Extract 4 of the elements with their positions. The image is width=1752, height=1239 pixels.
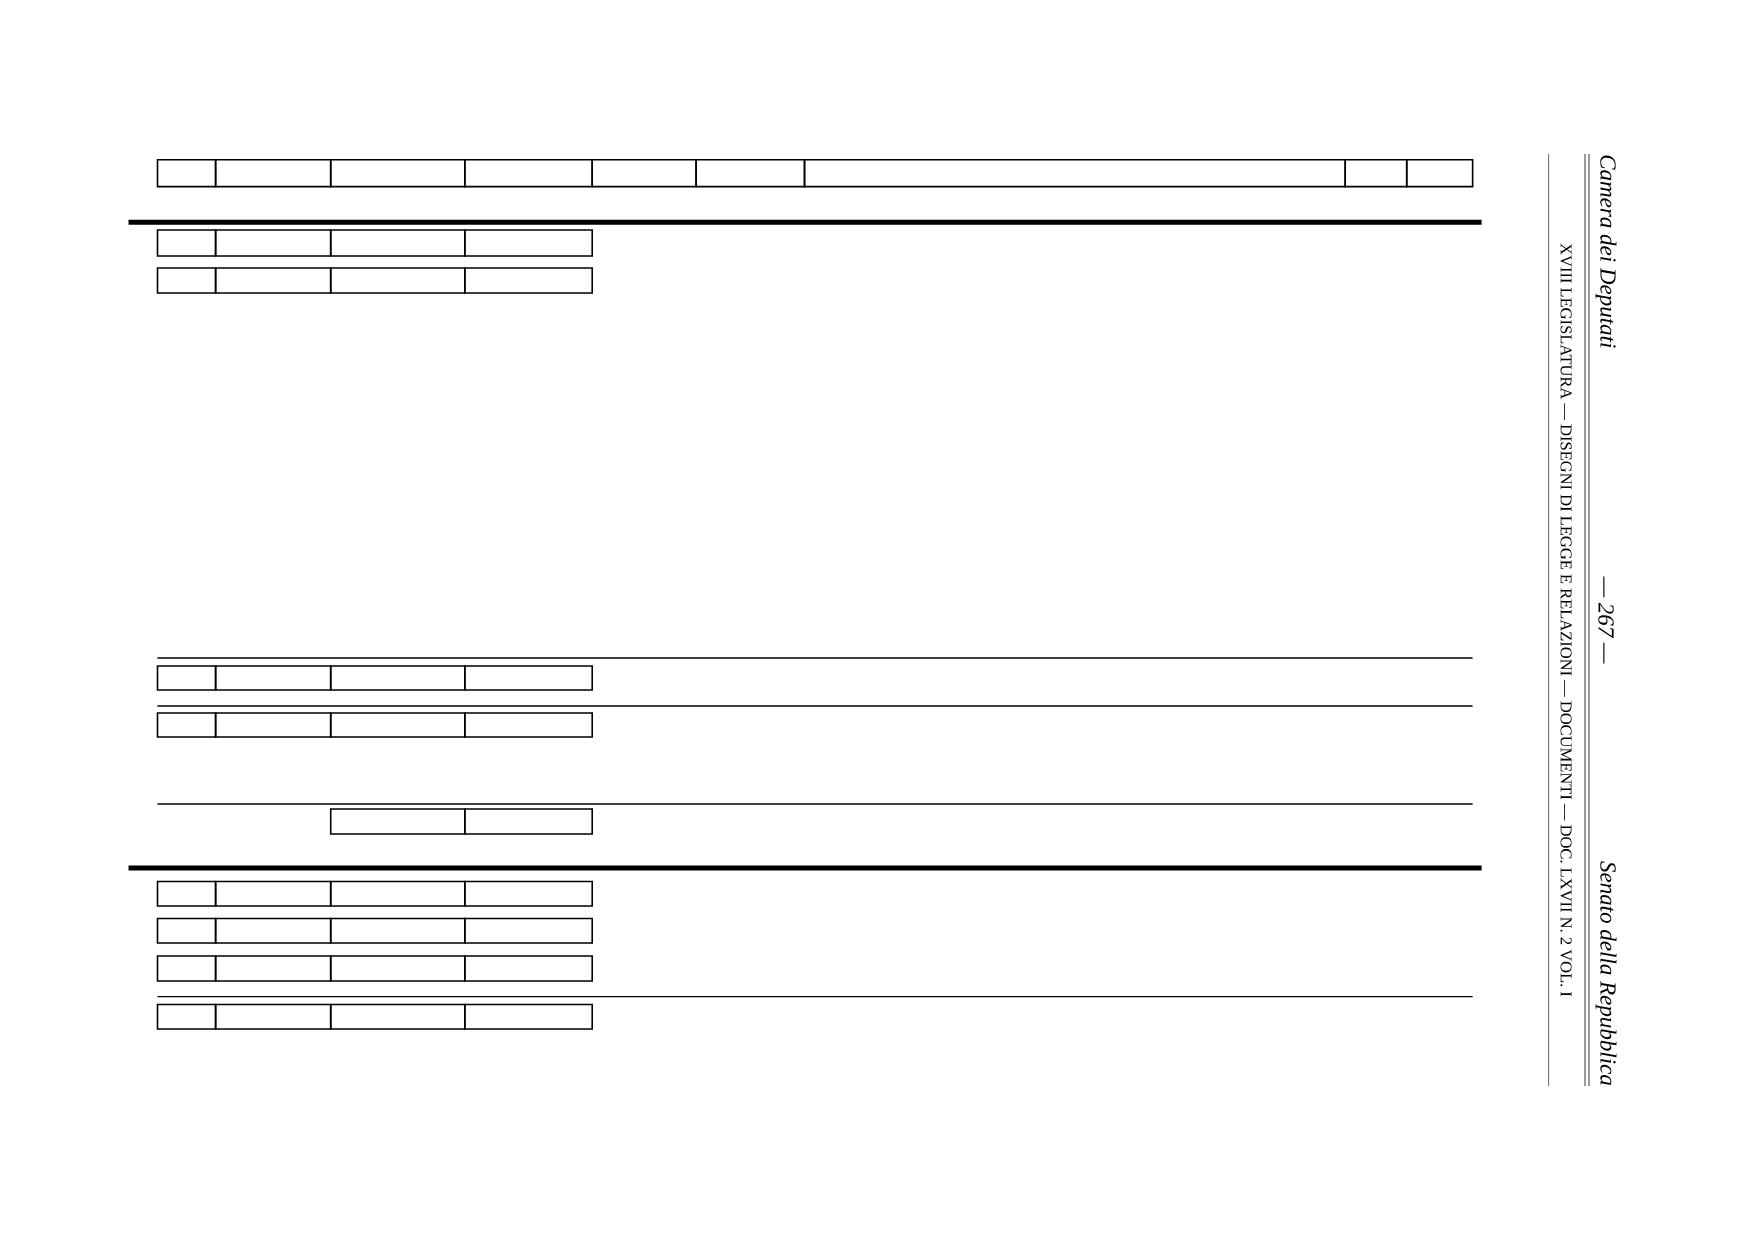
page-number: — 267 — — [1598, 576, 1614, 664]
running-header: XVIII LEGISLATURA — DISEGNI DI LEGGE E RELAZIONI — DOCUMENTI — DOC. LXVII N. 2 VOL. I — [1560, 243, 1572, 997]
header-text: Camera dei Deputati — [1595, 155, 1617, 348]
header-text: Senato della Repubblica — [1595, 861, 1617, 1085]
